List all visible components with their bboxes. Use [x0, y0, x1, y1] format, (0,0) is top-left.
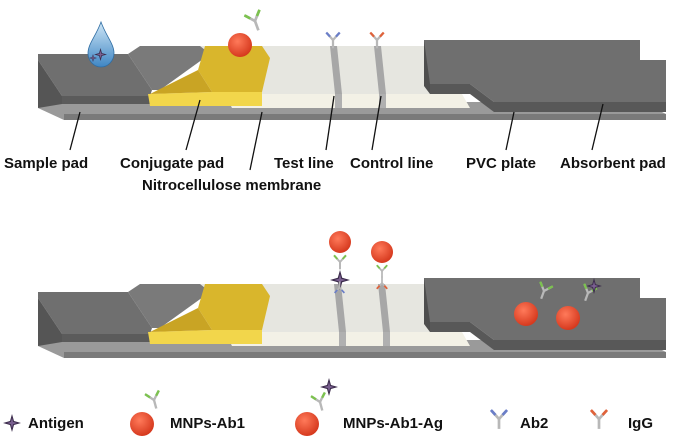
control-line-bottom: [378, 284, 390, 346]
nanoparticle-icon: [514, 302, 538, 326]
label-absorbent-pad: Absorbent pad: [560, 155, 666, 172]
label-test-line: Test line: [274, 155, 334, 172]
legend-mnps-ab1-ag: MNPs-Ab1-Ag: [295, 378, 443, 436]
nanoparticle-icon: [371, 241, 393, 263]
label-pvc-plate: PVC plate: [466, 155, 536, 172]
legend-ab2-label: Ab2: [520, 415, 548, 432]
igg-icon: [369, 31, 385, 49]
legend-antigen-label: Antigen: [28, 415, 84, 432]
legend-mnps-ab1-label: MNPs-Ab1: [170, 415, 245, 432]
sample-pad-bottom: [38, 284, 210, 346]
nanoparticle-icon: [130, 412, 154, 436]
nanoparticle-icon: [329, 231, 351, 253]
sample-pad: [38, 46, 210, 108]
test-line: [330, 46, 342, 108]
nanoparticle-icon: [295, 412, 319, 436]
legend-mnps-ab1-ag-label: MNPs-Ab1-Ag: [343, 415, 443, 432]
label-sample-pad: Sample pad: [4, 155, 88, 172]
test-line-complex: [329, 231, 351, 294]
legend-igg: IgG: [590, 408, 653, 432]
antigen-icon: [320, 378, 338, 396]
test-line-bottom: [334, 284, 346, 346]
absorbent-particles: [514, 278, 602, 330]
antibody-icon: [143, 389, 165, 412]
antigen-icon: [3, 414, 21, 432]
label-conjugate-pad: Conjugate pad: [120, 155, 224, 172]
absorbent-pad-bottom: [424, 278, 666, 350]
droplet-icon: [87, 20, 115, 68]
control-line: [374, 46, 386, 108]
strip-top: Sample pad Conjugate pad Nitrocellulose …: [4, 8, 666, 194]
legend-ab2: Ab2: [490, 408, 548, 432]
legend-antigen: Antigen: [3, 414, 84, 432]
nanoparticle-icon: [228, 33, 252, 57]
ab2-icon: [490, 408, 508, 430]
leader-lines-top: [69, 95, 604, 171]
mnps-ab1-conjugate: [228, 8, 268, 57]
igg-icon: [590, 408, 608, 430]
ab2-icon: [325, 31, 341, 49]
conjugate-pad: [148, 46, 270, 106]
control-line-complex: [371, 241, 393, 290]
absorbent-pad: [424, 40, 666, 112]
legend: Antigen MNPs-Ab1 MNPs-Ab1-Ag Ab2 IgG: [3, 378, 653, 436]
antibody-icon: [242, 8, 268, 35]
label-control-line: Control line: [350, 155, 433, 172]
conjugate-pad-bottom: [148, 284, 270, 344]
legend-igg-label: IgG: [628, 415, 653, 432]
strip-bottom: [38, 231, 666, 358]
label-nitrocellulose-membrane: Nitrocellulose membrane: [142, 177, 321, 194]
legend-mnps-ab1: MNPs-Ab1: [130, 389, 245, 436]
antibody-icon: [309, 391, 331, 414]
nanoparticle-icon: [556, 306, 580, 330]
